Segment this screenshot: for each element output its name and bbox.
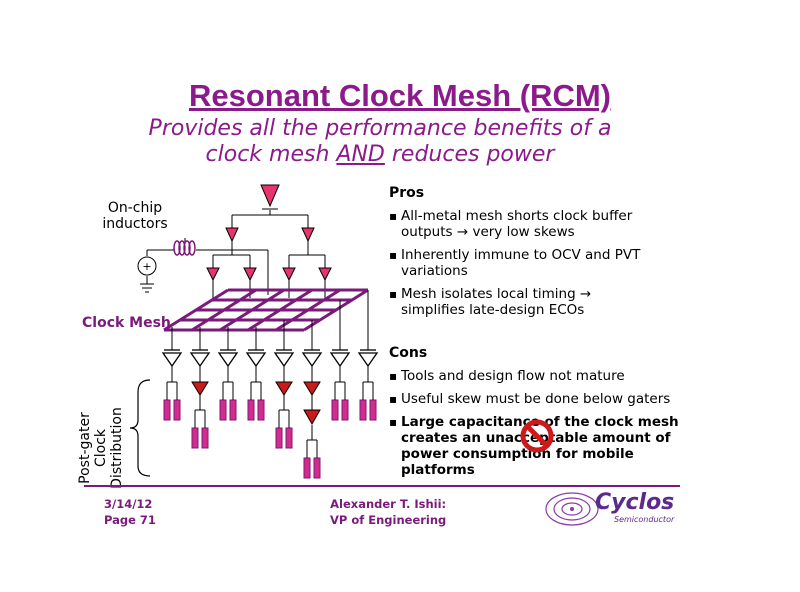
- list-item: Useful skew must be done below gaters: [389, 391, 689, 407]
- footer-page: Page 71: [104, 513, 156, 527]
- sink-flop: [331, 399, 339, 421]
- subtitle-line-2: clock mesh AND reduces power: [205, 142, 555, 167]
- clock-gater: [191, 381, 209, 396]
- cyclos-logo-subtext: Semiconductor: [614, 515, 675, 524]
- footer-role: VP of Engineering: [330, 513, 447, 527]
- mesh-buffer: [189, 352, 211, 368]
- distribution-brace: [129, 379, 151, 477]
- pros-list: All-metal mesh shorts clock buffer outpu…: [389, 208, 659, 325]
- mesh-buffer: [161, 352, 183, 368]
- mesh-buffer: [301, 352, 323, 368]
- sink-flop: [341, 399, 349, 421]
- inductors-label: On-chip inductors: [102, 200, 168, 232]
- sink-flop: [275, 427, 283, 449]
- clock-gater: [303, 381, 321, 396]
- prohibited-icon: [520, 419, 554, 453]
- tree-buffer: [206, 267, 220, 282]
- cons-list: Tools and design flow not mature Useful …: [389, 368, 689, 478]
- tree-buffer: [318, 267, 332, 282]
- slide-title: Resonant Clock Mesh (RCM): [189, 78, 611, 113]
- list-item: Inherently immune to OCV and PVT variati…: [389, 247, 659, 279]
- clock-gater: [275, 381, 293, 396]
- tree-buffer: [243, 267, 257, 282]
- tree-buffer: [225, 227, 239, 243]
- mesh-buffer: [273, 352, 295, 368]
- list-item: Mesh isolates local timing → simplifies …: [389, 286, 659, 318]
- footer-divider: [84, 485, 680, 487]
- voltage-source-icon: [137, 256, 157, 276]
- mesh-buffer: [245, 352, 267, 368]
- subtitle-emphasis: AND: [336, 142, 385, 167]
- sink-flop: [163, 399, 171, 421]
- subtitle-line-1: Provides all the performance benefits of…: [148, 116, 612, 141]
- cyclos-logo-icon: [545, 492, 599, 526]
- mesh-buffer: [329, 352, 351, 368]
- sink-flop: [359, 399, 367, 421]
- sink-flop: [247, 399, 255, 421]
- clock-mesh-label: Clock Mesh: [82, 315, 171, 331]
- sink-flop: [173, 399, 181, 421]
- list-item: All-metal mesh shorts clock buffer outpu…: [389, 208, 659, 240]
- inductor-coil-icon: [173, 240, 196, 256]
- mesh-buffer: [357, 352, 379, 368]
- root-clock-buffer: [260, 184, 280, 208]
- sink-flop: [285, 427, 293, 449]
- sink-flop: [303, 457, 311, 479]
- footer-date-block: 3/14/12 Page 71: [104, 496, 156, 528]
- tree-buffer: [282, 267, 296, 282]
- sink-flop: [229, 399, 237, 421]
- sink-flop: [201, 427, 209, 449]
- tree-buffer: [301, 227, 315, 243]
- footer-date: 3/14/12: [104, 497, 153, 511]
- slide-subtitle: Provides all the performance benefits of…: [0, 116, 760, 168]
- sink-flop: [313, 457, 321, 479]
- sink-flop: [369, 399, 377, 421]
- cyclos-logo-text: Cyclos: [595, 490, 675, 515]
- sink-flop: [219, 399, 227, 421]
- footer-author-block: Alexander T. Ishii: VP of Engineering: [330, 496, 446, 528]
- pros-heading: Pros: [389, 185, 425, 201]
- sink-flop: [257, 399, 265, 421]
- cons-heading: Cons: [389, 345, 428, 361]
- mesh-buffer: [217, 352, 239, 368]
- clock-mesh-grid: [163, 288, 369, 332]
- svg-text:+: +: [142, 260, 151, 273]
- list-item: Tools and design flow not mature: [389, 368, 689, 384]
- clock-gater: [303, 409, 321, 426]
- footer-author: Alexander T. Ishii:: [330, 497, 447, 511]
- sink-flop: [191, 427, 199, 449]
